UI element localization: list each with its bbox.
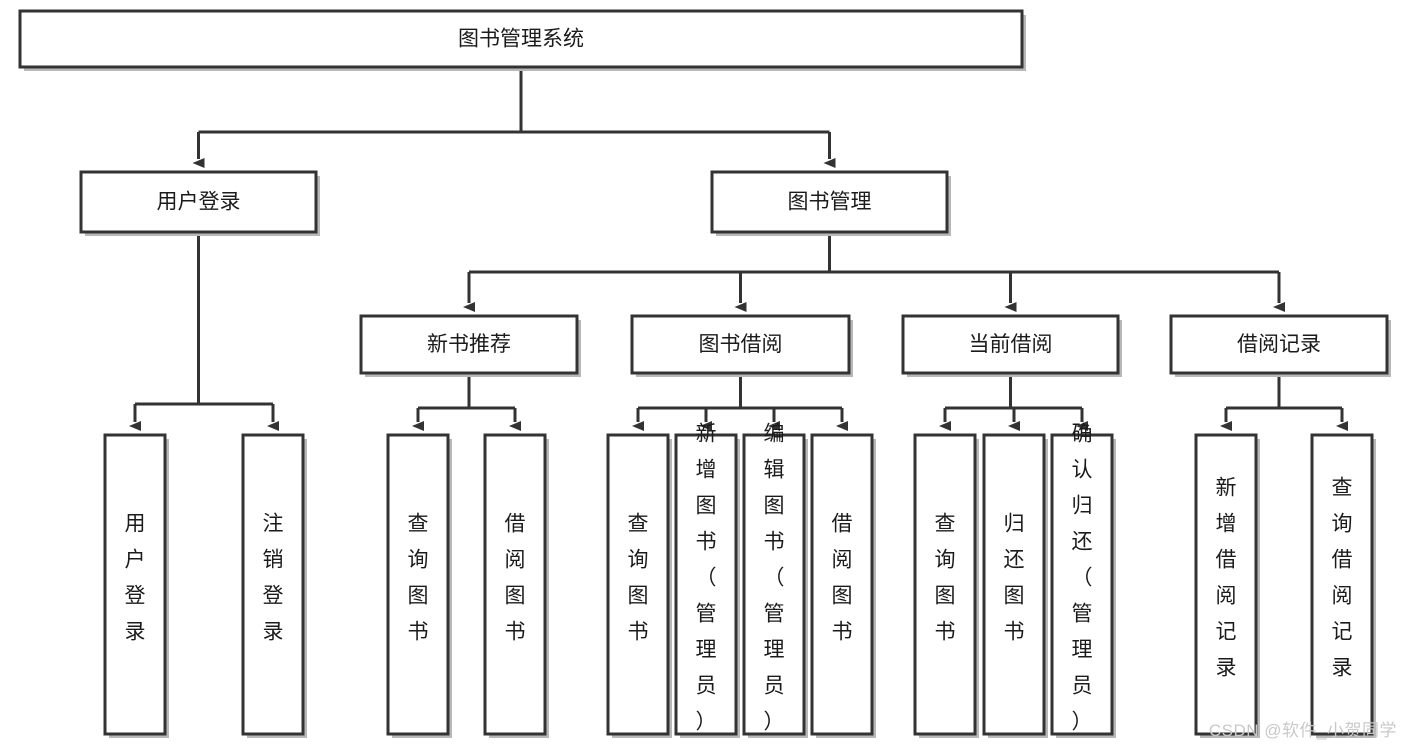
node-label: 用户登录 xyxy=(125,513,146,644)
node-leaf-query-book-2[interactable]: 查询图书 xyxy=(606,433,672,738)
node-label: 当前借阅 xyxy=(969,333,1053,356)
node-label: 归还图书 xyxy=(1004,513,1025,644)
node-leaf-return-book[interactable]: 归还图书 xyxy=(982,433,1048,738)
node-label: 借阅图书 xyxy=(832,513,853,644)
node-leaf-borrow-book-2[interactable]: 借阅图书 xyxy=(810,433,876,738)
node-root-root[interactable]: 图书管理系统 xyxy=(18,9,1026,71)
node-leaf-query-book-3[interactable]: 查询图书 xyxy=(913,433,979,738)
node-leaf-add-book[interactable]: 新增图书（管理员） xyxy=(674,423,740,739)
box-outline xyxy=(1169,314,1389,375)
node-leaf-add-record[interactable]: 新增借阅记录 xyxy=(1194,433,1260,738)
node-label: 查询借阅记录 xyxy=(1332,477,1353,680)
node-label: 借阅图书 xyxy=(505,513,526,644)
box-outline xyxy=(1050,433,1114,736)
node-leaf-user-login[interactable]: 用户登录 xyxy=(103,433,169,738)
box-outline xyxy=(674,433,738,736)
edges-layer xyxy=(129,67,1348,431)
node-new-book-recommend[interactable]: 新书推荐 xyxy=(359,314,581,377)
node-borrow-record[interactable]: 借阅记录 xyxy=(1169,314,1391,377)
node-leaf-edit-book[interactable]: 编辑图书（管理员） xyxy=(742,423,808,739)
box-outline xyxy=(810,433,874,736)
node-book-borrow[interactable]: 图书借阅 xyxy=(630,314,853,377)
node-current-borrow[interactable]: 当前借阅 xyxy=(901,314,1122,377)
node-leaf-query-book-1[interactable]: 查询图书 xyxy=(386,433,452,738)
box-outline xyxy=(1310,433,1374,736)
box-outline xyxy=(606,433,670,736)
box-outline xyxy=(901,314,1120,375)
node-book-manage[interactable]: 图书管理 xyxy=(710,170,951,236)
node-leaf-query-record[interactable]: 查询借阅记录 xyxy=(1310,433,1376,738)
node-label: 查询图书 xyxy=(935,513,956,644)
node-label: 查询图书 xyxy=(628,513,649,644)
node-label: 借阅记录 xyxy=(1237,333,1321,356)
node-label: 编辑图书（管理员） xyxy=(764,423,785,734)
box-outline xyxy=(79,170,318,234)
node-leaf-logout-login[interactable]: 注销登录 xyxy=(241,433,307,738)
node-leaf-borrow-book-1[interactable]: 借阅图书 xyxy=(483,433,549,738)
node-label: 新书推荐 xyxy=(427,333,511,356)
box-outline xyxy=(359,314,579,375)
box-outline xyxy=(386,433,450,736)
box-outline xyxy=(1194,433,1258,736)
box-outline xyxy=(483,433,547,736)
box-outline xyxy=(982,433,1046,736)
csdn-watermark: CSDN @软件_小贺同学 xyxy=(1208,721,1397,740)
node-label: 新增图书（管理员） xyxy=(696,423,717,734)
nodes-layer: 图书管理系统用户登录图书管理新书推荐图书借阅当前借阅借阅记录用户登录注销登录查询… xyxy=(18,9,1391,739)
node-label: 图书管理系统 xyxy=(458,28,584,51)
box-outline xyxy=(742,433,806,736)
node-label: 用户登录 xyxy=(157,191,241,214)
box-outline xyxy=(18,9,1024,69)
node-label: 查询图书 xyxy=(408,513,429,644)
node-leaf-confirm-return[interactable]: 确认归还（管理员） xyxy=(1050,423,1116,739)
box-outline xyxy=(103,433,167,736)
node-label: 确认归还（管理员） xyxy=(1072,423,1093,734)
box-outline xyxy=(241,433,305,736)
node-label: 图书管理 xyxy=(788,191,872,214)
node-label: 注销登录 xyxy=(263,513,284,644)
box-outline xyxy=(710,170,949,234)
box-outline xyxy=(630,314,851,375)
node-label: 新增借阅记录 xyxy=(1216,477,1237,680)
node-label: 图书借阅 xyxy=(699,333,783,356)
box-outline xyxy=(913,433,977,736)
node-user-login[interactable]: 用户登录 xyxy=(79,170,320,236)
